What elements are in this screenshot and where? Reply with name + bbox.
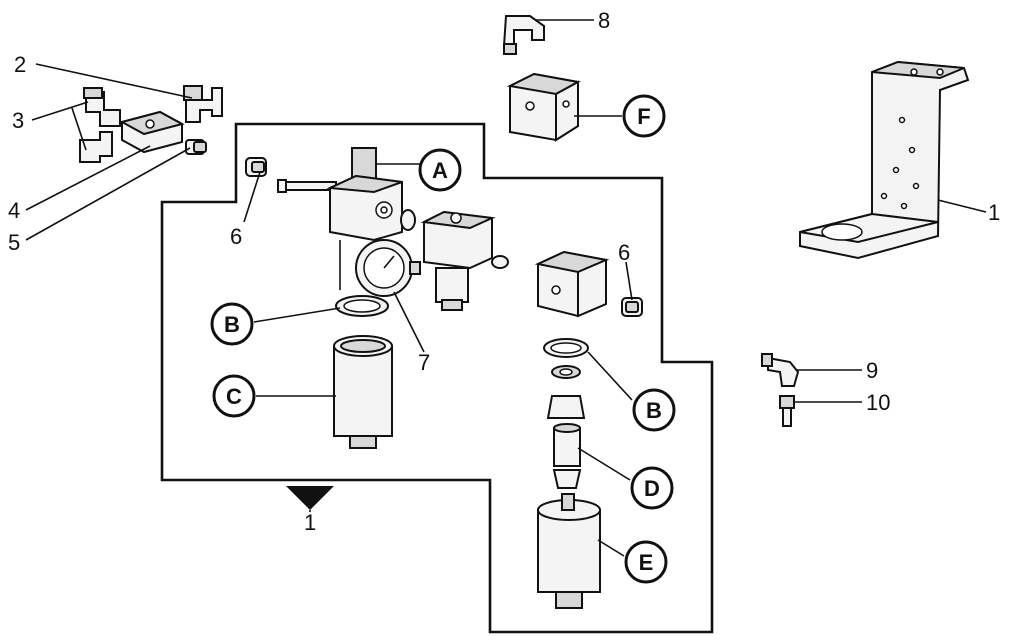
elbow-fitting-2 [183,85,223,123]
leader-D [577,447,631,481]
callout-1-section: 1 [304,510,316,535]
callout-10: 10 [866,390,890,415]
elbow-fitting-8 [502,15,545,55]
leader-3b [71,107,87,151]
leader-4 [25,145,151,211]
bolt [277,179,337,193]
leader-B1 [253,307,341,323]
callout-1: 1 [988,200,1000,225]
leader-7 [393,291,425,353]
o-ring-small [400,209,416,231]
leader-6a [243,171,261,223]
nipple-fitting-10 [779,395,795,427]
svg-text:E: E [639,550,654,575]
lubricator-body [420,210,509,311]
regulator-body-A [326,147,403,242]
svg-text:F: F [637,104,650,129]
callout-C: C [212,374,256,418]
filter-bowl-C [333,335,393,449]
leader-E [597,539,625,557]
callout-6-left: 6 [230,224,242,249]
cone-baffle [546,395,586,419]
svg-text:D: D [644,476,660,501]
elbow-fitting-9 [761,353,800,387]
leader-5 [25,147,191,241]
assembly-outline [160,122,714,634]
svg-text:A: A [432,158,448,183]
callout-6-right: 6 [618,240,630,265]
leader-1 [937,199,987,213]
plug-fitting-5 [185,139,207,155]
plug-6-right [621,297,643,317]
callout-7: 7 [418,350,430,375]
pressure-gauge-7 [339,239,421,297]
port-block-F [506,72,581,142]
callout-A: A [418,148,462,192]
section-marker-triangle [286,486,334,510]
callout-5: 5 [8,230,20,255]
callout-B-right: B [632,388,676,432]
mounting-bracket-1 [799,60,970,260]
plug-6-left [245,157,267,177]
o-ring-B-left [335,295,389,317]
elbow-fitting-3 [79,87,121,163]
o-ring-B-right [543,338,589,358]
callout-9: 9 [866,358,878,383]
callout-F: F [622,94,666,138]
callout-E: E [624,540,668,584]
callout-D: D [630,466,674,510]
filter-head-block [534,250,610,318]
leader-3a [31,101,89,121]
filter-element-D [552,423,582,489]
callout-3: 3 [12,108,24,133]
callout-4: 4 [8,198,20,223]
callout-8: 8 [598,8,610,33]
leader-6b [625,261,633,301]
callout-B-left: B [210,302,254,346]
svg-text:B: B [224,312,240,337]
leader-2 [35,63,193,99]
lock-washer [551,365,581,379]
svg-text:C: C [226,384,242,409]
bowl-E [537,493,601,609]
leader-B2 [587,351,633,401]
callout-2: 2 [14,52,26,77]
svg-text:B: B [646,398,662,423]
manifold-block-4 [119,110,185,154]
